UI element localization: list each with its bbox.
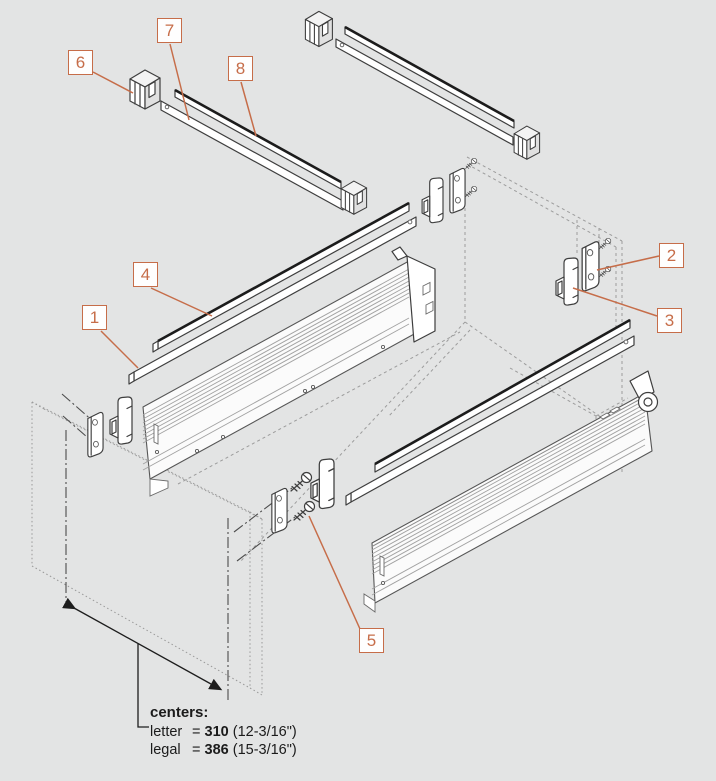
rear-bracket-right-parts-2-3: [555, 237, 612, 306]
rear-roller: [629, 370, 659, 413]
centers-note: centers: letter= 310 (12-3/16") legal= 3…: [150, 703, 297, 760]
rail-strip-7: [160, 100, 344, 211]
callout-3: 3: [657, 308, 682, 333]
drawer-front-phantom-outline: [31, 401, 263, 696]
callout-6: 6: [68, 50, 93, 75]
lower-drawer-side-panel: [363, 370, 659, 613]
centers-note-title: centers:: [150, 704, 209, 721]
callout-7: 7: [157, 18, 182, 43]
front-bracket-upper-drawer: [87, 396, 133, 458]
bracket-plate-part-2: [581, 241, 600, 292]
upper-drawer-side-panel: [142, 246, 436, 497]
rear-rail-right-assembly: [304, 10, 541, 160]
centers-note-row-legal: legal= 386 (15-3/16"): [150, 742, 297, 759]
screw-icon: [465, 185, 478, 197]
rear-rail-left-assembly: [129, 69, 368, 215]
rail-end-clip: [340, 180, 368, 215]
dimension-elbow-leader: [137, 644, 149, 728]
callout-8: 8: [228, 56, 253, 81]
rail-clip: [304, 10, 333, 48]
rail-end-clip: [513, 125, 541, 160]
centers-note-row-letter: letter= 310 (12-3/16"): [150, 723, 297, 740]
front-bracket-lower-drawer-part-5: [271, 458, 335, 534]
callout-leader-lines: [92, 43, 660, 630]
screw-icon: [293, 500, 316, 521]
rail-clip-6: [129, 69, 161, 110]
callout-1: 1: [82, 305, 107, 330]
bracket-spacer-part-3: [555, 257, 579, 306]
screw-icon: [599, 237, 612, 249]
callout-2: 2: [659, 243, 684, 268]
screw-icon: [290, 471, 313, 492]
mid-back-bracket: [421, 157, 478, 224]
dimension-arrow: [62, 597, 223, 691]
screw-icon: [465, 157, 478, 169]
front-rail-left-pair: [128, 201, 417, 385]
front-rail-right-pair: [345, 318, 635, 506]
callout-4: 4: [133, 262, 158, 287]
callout-5: 5: [359, 628, 384, 653]
